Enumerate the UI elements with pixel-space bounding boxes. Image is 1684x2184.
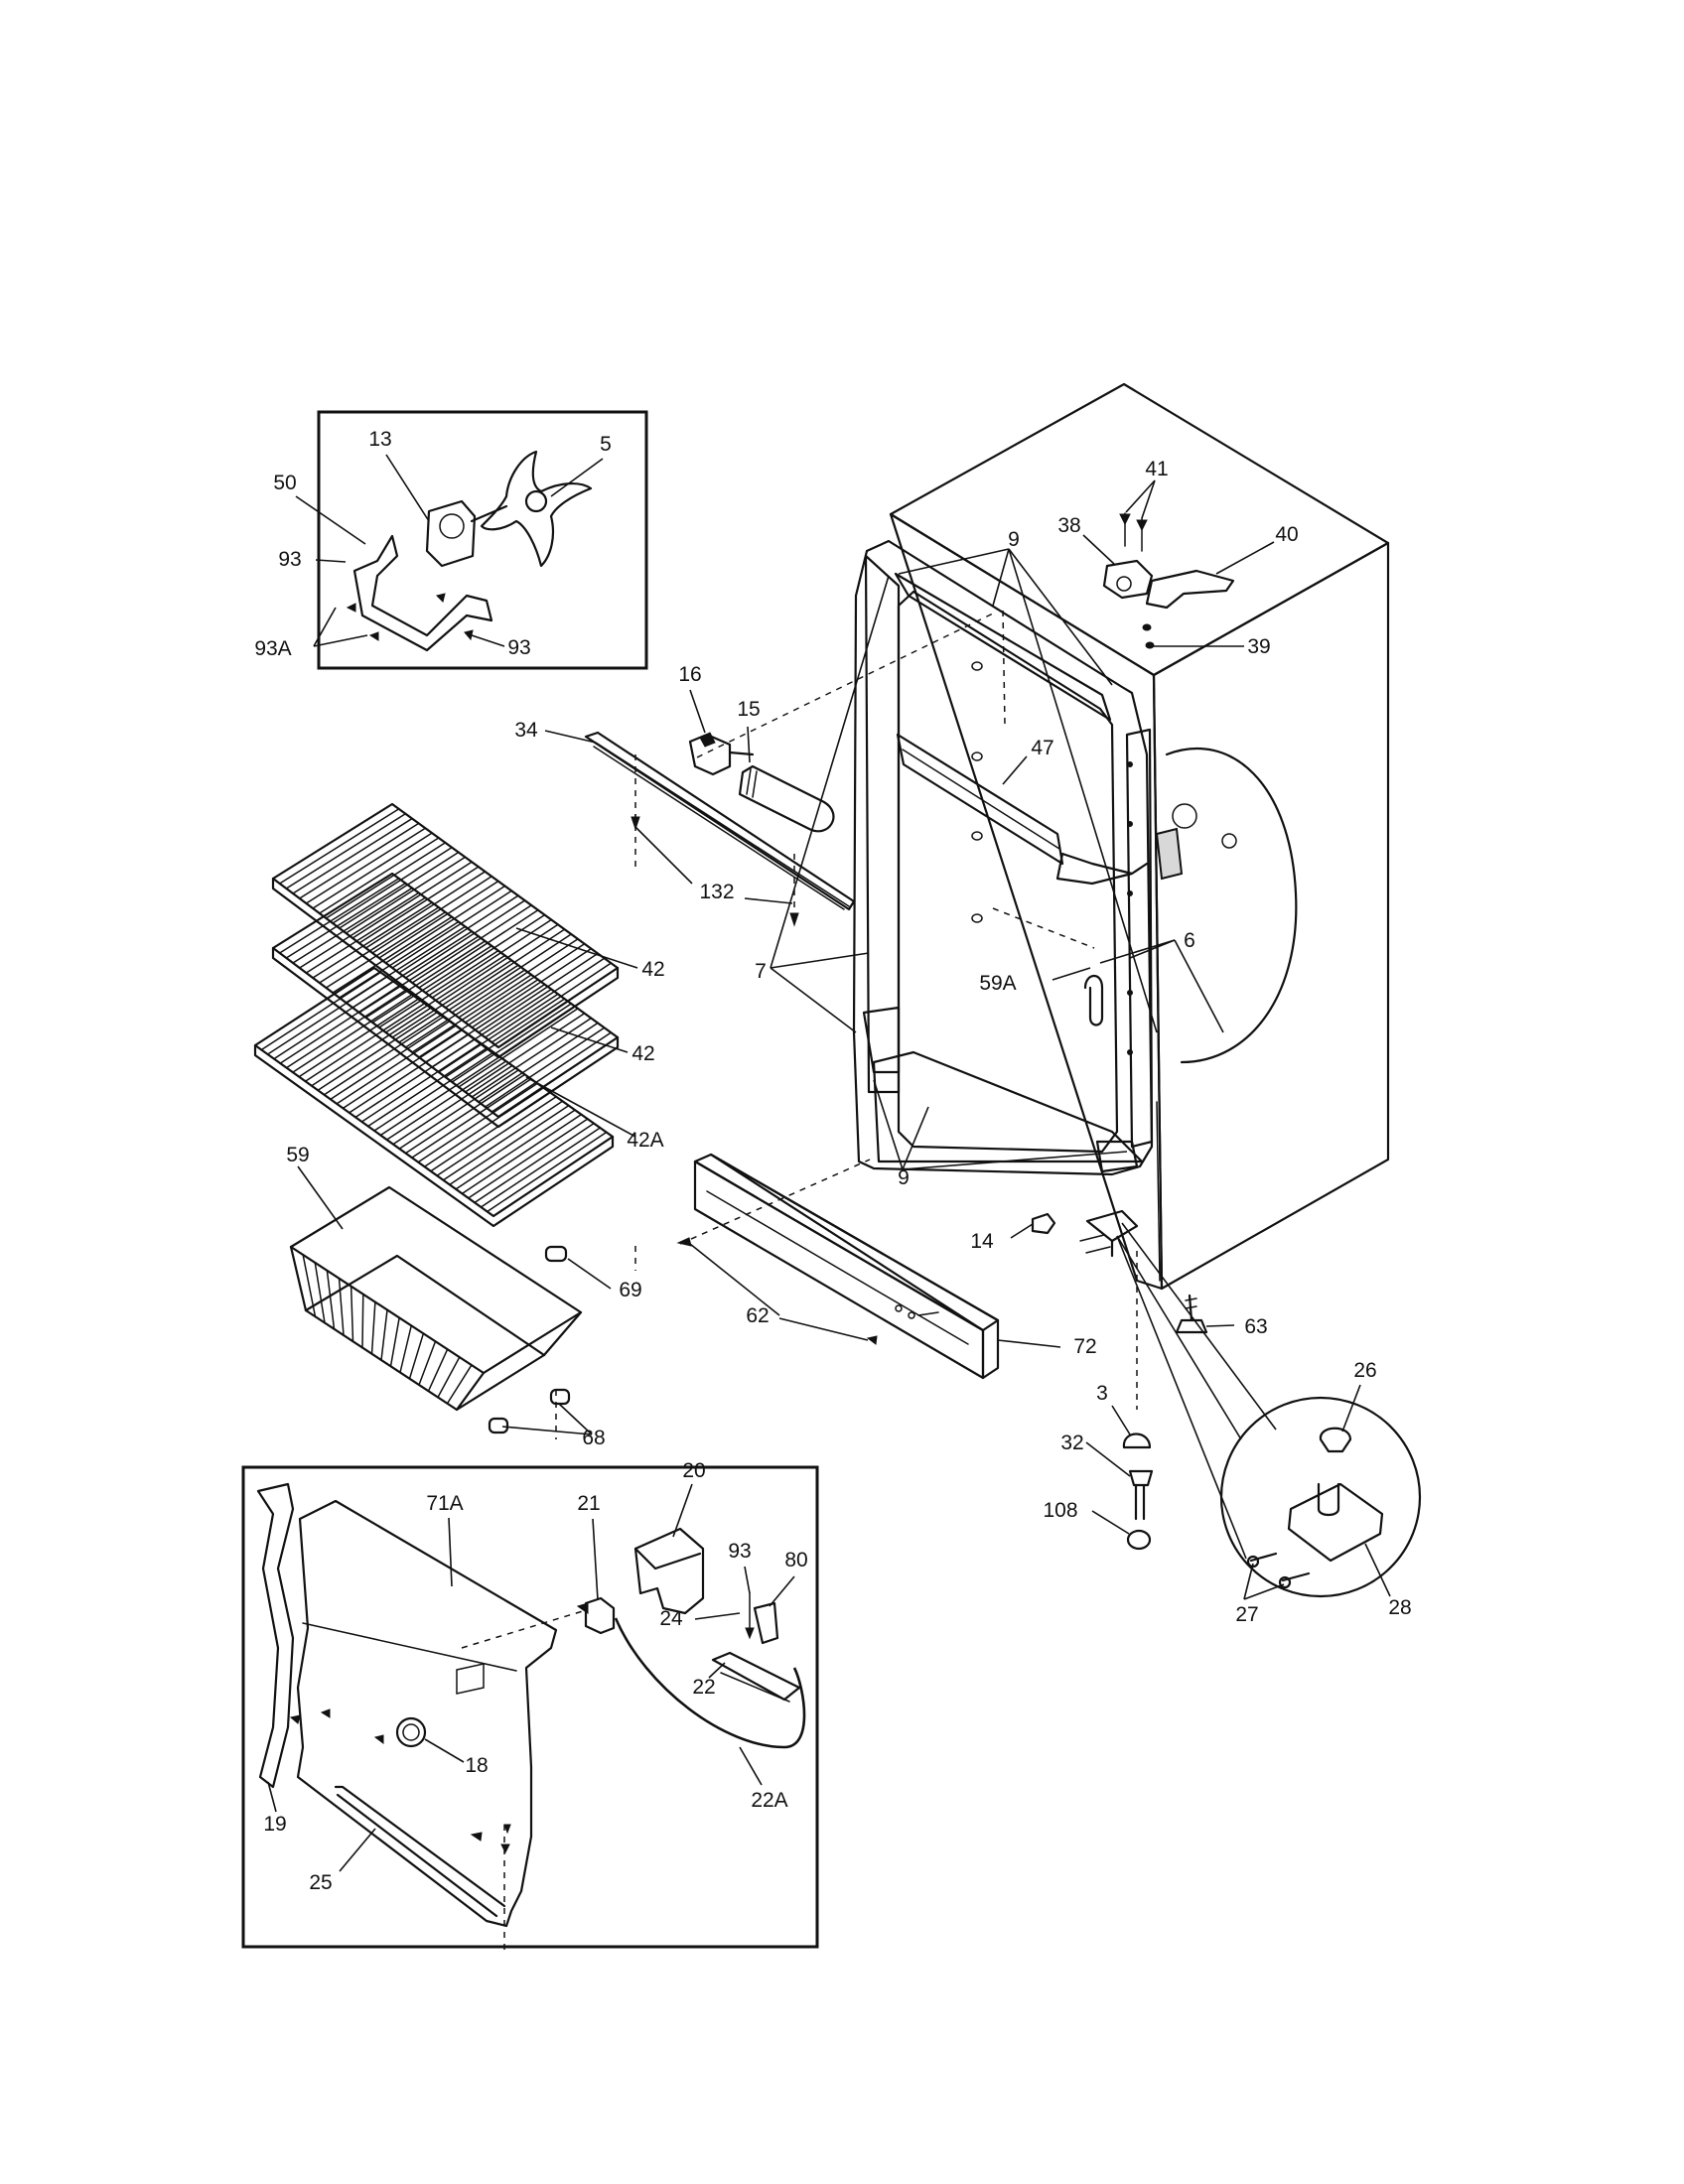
- label-25: 25: [309, 1871, 332, 1894]
- label-68: 68: [582, 1427, 605, 1449]
- side-panel-liner: [1165, 748, 1298, 1064]
- label-27: 27: [1235, 1603, 1258, 1626]
- label-108: 108: [1043, 1499, 1077, 1522]
- label-42-a: 42: [641, 958, 664, 981]
- label-62: 62: [746, 1304, 769, 1327]
- label-132: 132: [699, 881, 734, 903]
- label-3: 3: [1096, 1382, 1108, 1405]
- part-labels: 13 5 50 93 93A 93 41 38 40 39 9 16 15 34…: [254, 428, 1411, 1894]
- label-93A: 93A: [254, 637, 291, 660]
- hinge-detail-circle: [1219, 1396, 1422, 1598]
- label-6: 6: [1184, 929, 1195, 952]
- label-34: 34: [514, 719, 538, 742]
- label-72: 72: [1073, 1335, 1096, 1358]
- lower-hinge-and-feet: [1031, 1209, 1208, 1551]
- leader-lines: [267, 454, 1391, 1872]
- label-22: 22: [692, 1676, 715, 1699]
- label-21: 21: [577, 1492, 600, 1515]
- label-28: 28: [1388, 1596, 1411, 1619]
- door-frame-gaskets: [852, 539, 1184, 1176]
- label-22A: 22A: [751, 1789, 787, 1812]
- label-18: 18: [465, 1754, 488, 1777]
- light-bar-assembly: [584, 731, 856, 927]
- kick-plate: [676, 1153, 1000, 1380]
- label-50: 50: [273, 472, 296, 494]
- label-13: 13: [368, 428, 391, 451]
- top-hinge-assembly: [1102, 512, 1235, 649]
- label-9-top: 9: [1008, 528, 1020, 551]
- label-24: 24: [659, 1607, 683, 1630]
- wire-shelf-upper: [271, 802, 620, 1059]
- label-93b: 93: [507, 636, 530, 659]
- label-20: 20: [682, 1459, 705, 1482]
- label-14: 14: [970, 1230, 994, 1253]
- label-59: 59: [286, 1144, 309, 1166]
- label-69: 69: [619, 1279, 641, 1301]
- label-40: 40: [1275, 523, 1298, 546]
- rear-panel-inset: [241, 1465, 819, 1951]
- label-38: 38: [1057, 514, 1080, 537]
- label-93: 93: [278, 548, 301, 571]
- label-93-bottom: 93: [728, 1540, 751, 1563]
- label-59A: 59A: [979, 972, 1016, 995]
- label-9-bottom: 9: [898, 1166, 910, 1189]
- label-26: 26: [1353, 1359, 1376, 1382]
- label-19: 19: [263, 1813, 286, 1836]
- label-42A: 42A: [627, 1129, 663, 1152]
- label-63: 63: [1244, 1315, 1267, 1338]
- wire-shelf-lower: [253, 966, 615, 1228]
- label-42-b: 42: [632, 1042, 654, 1065]
- wire-shelf-middle: [271, 872, 620, 1129]
- label-41: 41: [1145, 458, 1168, 480]
- label-80: 80: [784, 1549, 807, 1571]
- label-5: 5: [600, 433, 612, 456]
- label-47: 47: [1031, 737, 1053, 759]
- label-39: 39: [1247, 635, 1270, 658]
- fan-motor-inset: [317, 410, 648, 670]
- label-7: 7: [755, 960, 767, 983]
- wire-basket: [289, 1185, 583, 1434]
- label-71A: 71A: [426, 1492, 463, 1515]
- label-32: 32: [1060, 1432, 1083, 1454]
- label-15: 15: [737, 698, 760, 721]
- label-16: 16: [678, 663, 701, 686]
- freezer-cabinet: [889, 382, 1390, 1291]
